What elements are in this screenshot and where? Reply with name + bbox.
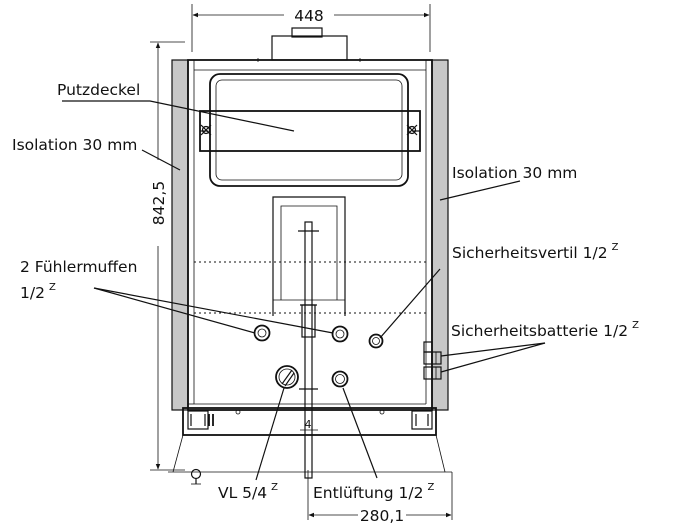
label-isolation-right: Isolation 30 mm [452, 164, 577, 182]
combustion-chamber [209, 73, 409, 187]
label-sicherheitsbatterie: Sicherheitsbatterie 1/2 Z [451, 320, 639, 340]
label-fuehlermuffen: 2 Fühlermuffen [20, 258, 137, 276]
entlueftung-thread-mark: Z [427, 482, 434, 493]
sensor-socket-right [331, 325, 349, 343]
sicherheitsventil-thread-mark: Z [612, 242, 619, 253]
entlueftung-text: Entlüftung 1/2 [313, 484, 423, 502]
wing-nut-left [200, 124, 212, 136]
dimension-842-5: 842,5 [150, 181, 168, 225]
heat-exchanger [272, 196, 346, 316]
flue-outlet [257, 27, 361, 62]
plate-number: 4 [305, 418, 312, 431]
dimension-width-top: 448 [191, 4, 431, 52]
label-entlueftung: Entlüftung 1/2 Z [313, 482, 434, 502]
leader-lines [62, 100, 546, 481]
boiler-casing [187, 59, 433, 411]
sensor-rod [298, 221, 319, 479]
insulation-right [431, 59, 449, 411]
vent-connection [331, 370, 349, 388]
cleaning-cover [199, 110, 421, 152]
sicherheitsbatterie-thread-mark: Z [632, 320, 639, 331]
boiler-base [168, 407, 452, 485]
sensor-socket-left [253, 324, 271, 342]
label-sicherheitsventil: Sicherheitsvertil 1/2 Z [452, 242, 619, 262]
sicherheitsventil-text: Sicherheitsvertil 1/2 [452, 244, 608, 262]
label-isolation-left: Isolation 30 mm [12, 136, 137, 154]
dimension-448: 448 [294, 7, 324, 25]
safety-battery-fittings [423, 341, 442, 380]
dimension-280-1: 280,1 [360, 507, 404, 525]
fuehlermuffen-thread-mark: Z [49, 282, 56, 293]
dimension-width-bottom: 280,1 [307, 470, 453, 525]
label-vl: VL 5/4 Z [218, 482, 278, 502]
insulation-left [171, 59, 189, 411]
fuehlermuffen-size-text: 1/2 [20, 284, 45, 302]
dimension-height-left: 842,5 [148, 41, 185, 471]
wing-nut-right [406, 124, 418, 136]
vl-text: VL 5/4 [218, 484, 267, 502]
label-putzdeckel: Putzdeckel [57, 81, 140, 99]
vl-thread-mark: Z [271, 482, 278, 493]
label-fuehlermuffen-size: 1/2 Z [20, 282, 56, 302]
flow-connection-vl [275, 365, 299, 389]
safety-valve-socket [368, 333, 384, 349]
sicherheitsbatterie-text: Sicherheitsbatterie 1/2 [451, 322, 628, 340]
